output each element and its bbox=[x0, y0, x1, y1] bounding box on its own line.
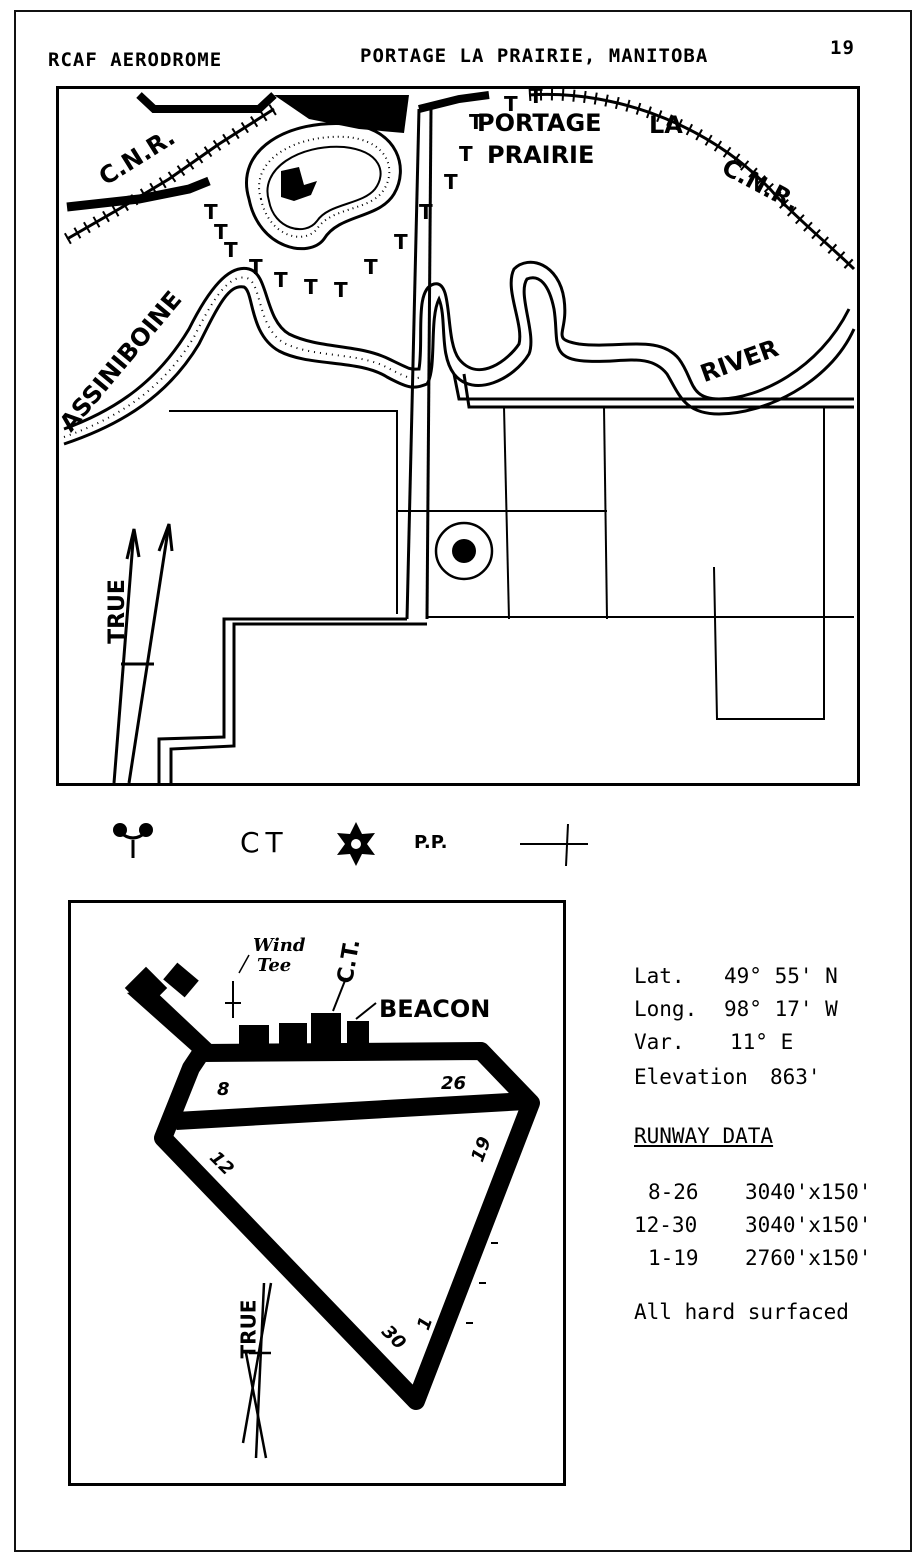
river-bank-north bbox=[63, 260, 851, 431]
lake-inner bbox=[258, 135, 391, 238]
runway-3-id: 1-19 bbox=[648, 1246, 699, 1270]
runway-3-dims: 2760'x150' bbox=[745, 1246, 872, 1270]
true-arrow-2 bbox=[244, 1352, 268, 1459]
lat-label: Lat. bbox=[634, 964, 685, 988]
elevation-label: Elevation bbox=[634, 1065, 748, 1089]
runway-8-26 bbox=[175, 1092, 527, 1130]
wind-tee-pointer bbox=[238, 954, 250, 974]
legend-pp: P.P. bbox=[414, 832, 448, 853]
aerodrome-drawing bbox=[124, 954, 540, 1459]
label-town-1: PORTAGE bbox=[477, 109, 602, 137]
label-true-2: TRUE bbox=[236, 1299, 261, 1359]
road-top-left bbox=[136, 92, 277, 113]
road-east-a bbox=[452, 373, 854, 401]
page-number: 19 bbox=[830, 37, 855, 59]
river-bank-south bbox=[63, 276, 856, 446]
section-grid bbox=[169, 406, 854, 720]
label-true-north: TRUE bbox=[104, 579, 130, 644]
lat-value: 49° 55' N bbox=[724, 964, 838, 988]
magnetic-north-arrow bbox=[127, 523, 171, 783]
svg-text:T: T bbox=[364, 255, 378, 279]
island-mark bbox=[281, 167, 317, 201]
svg-text:T: T bbox=[459, 142, 473, 166]
road-south-a bbox=[157, 617, 407, 783]
lake-shore bbox=[266, 145, 382, 231]
aerodrome-symbol-dot bbox=[452, 539, 476, 563]
page-frame bbox=[14, 10, 912, 1552]
runway-2-id: 12-30 bbox=[634, 1213, 698, 1237]
true-arrow-2b bbox=[254, 1282, 266, 1459]
legend-symbols bbox=[113, 822, 588, 867]
legend-ct: CT bbox=[240, 826, 289, 859]
label-wind: Wind bbox=[253, 935, 306, 956]
elevation-value: 863' bbox=[770, 1065, 821, 1089]
mag-arrow-2 bbox=[241, 1282, 273, 1444]
aerodrome-symbol-ring bbox=[434, 521, 494, 581]
long-value: 98° 17' W bbox=[724, 997, 838, 1021]
legend-row: CT P.P. bbox=[0, 818, 924, 878]
apron-taxiway bbox=[127, 987, 221, 1059]
cnr-railway-right bbox=[528, 89, 857, 274]
runway-end-8: 8 bbox=[217, 1079, 230, 1100]
runway-data-heading: RUNWAY DATA bbox=[634, 1124, 774, 1148]
svg-text:T: T bbox=[334, 278, 348, 302]
runway-2-dims: 3040'x150' bbox=[745, 1213, 872, 1237]
road-north-south-a bbox=[405, 108, 421, 620]
lake-outer bbox=[245, 121, 402, 251]
svg-text:T: T bbox=[249, 255, 263, 279]
true-arrow-head bbox=[125, 528, 141, 560]
svg-text:T: T bbox=[274, 268, 288, 292]
surface-note: All hard surfaced bbox=[634, 1300, 849, 1324]
hangar-2 bbox=[163, 962, 199, 998]
cnr-railway-left bbox=[64, 103, 278, 245]
long-label: Long. bbox=[634, 997, 698, 1021]
var-value: 11° E bbox=[730, 1030, 794, 1054]
beacon-building bbox=[347, 1021, 369, 1049]
runway-edge-hatching bbox=[230, 1208, 498, 1332]
ct-pointer bbox=[332, 977, 347, 1012]
svg-text:T: T bbox=[304, 275, 318, 299]
label-town-2: LA bbox=[649, 111, 683, 139]
wind-tee-legend-icon bbox=[113, 823, 153, 858]
svg-text:T: T bbox=[224, 238, 238, 262]
svg-text:T: T bbox=[204, 200, 218, 224]
svg-text:T: T bbox=[394, 230, 408, 254]
header-center: PORTAGE LA PRAIRIE, MANITOBA bbox=[360, 45, 709, 67]
runway-end-26: 26 bbox=[441, 1073, 467, 1094]
svg-text:T: T bbox=[444, 170, 458, 194]
runway-perimeter bbox=[154, 1042, 540, 1410]
road-south-b bbox=[169, 622, 427, 783]
runway-1-dims: 3040'x150' bbox=[745, 1180, 872, 1204]
road-top-mid bbox=[418, 91, 490, 113]
svg-text:T: T bbox=[529, 89, 543, 108]
svg-text:T: T bbox=[214, 220, 228, 244]
road-left bbox=[66, 176, 211, 212]
pp-star-icon bbox=[337, 822, 375, 866]
var-label: Var. bbox=[634, 1030, 685, 1054]
runway-1-id: 8-26 bbox=[648, 1180, 699, 1204]
town-block bbox=[274, 95, 409, 133]
mag-arrow-head bbox=[157, 523, 174, 552]
label-tee: Tee bbox=[257, 955, 292, 976]
label-beacon: BEACON bbox=[379, 995, 491, 1023]
road-north-south-b bbox=[425, 108, 433, 620]
marker-cross-icon bbox=[520, 823, 588, 867]
label-town-3: PRAIRIE bbox=[487, 141, 595, 169]
svg-text:T: T bbox=[504, 92, 518, 116]
beacon-pointer bbox=[355, 1002, 377, 1020]
aerodrome-diagram: Wind Tee C.T. BEACON TRUE 8 26 12 19 30 … bbox=[68, 900, 566, 1486]
header-left: RCAF AERODROME bbox=[48, 49, 223, 71]
road-east-b bbox=[462, 373, 854, 409]
svg-text:T: T bbox=[469, 110, 483, 134]
true-north-arrow bbox=[112, 528, 136, 783]
